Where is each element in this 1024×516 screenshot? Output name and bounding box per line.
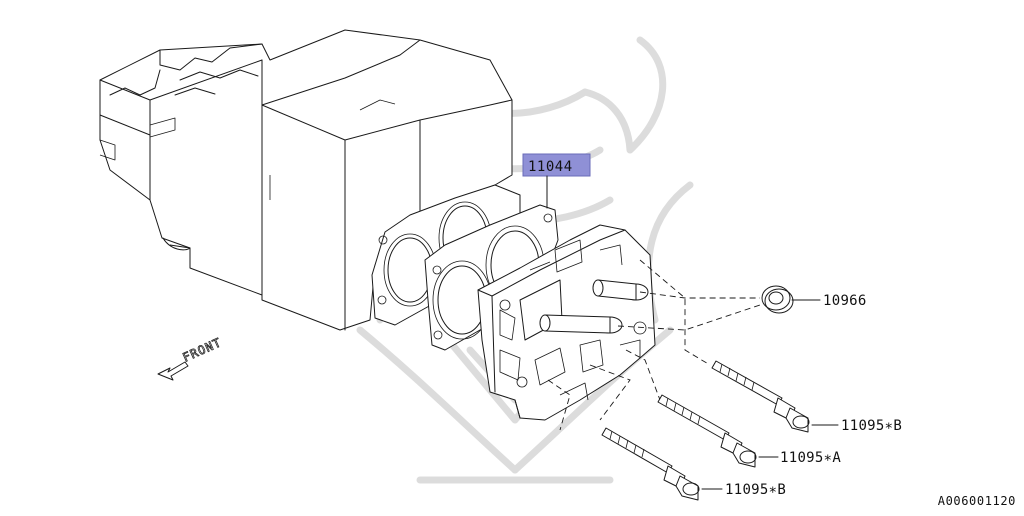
bolt-upper: [711, 360, 839, 433]
part-number-11044[interactable]: 11044: [528, 159, 573, 175]
callout-11044[interactable]: 11044: [522, 153, 591, 209]
front-arrow-icon: FRONT: [157, 335, 224, 381]
part-number-11095-a[interactable]: 11095∗A: [780, 450, 841, 466]
bolt-lower: [601, 427, 723, 501]
cylinder-head: [477, 224, 656, 421]
diagram-reference-code: A006001120: [938, 494, 1016, 508]
bolt-middle: [657, 394, 779, 468]
highlight-box[interactable]: [522, 153, 591, 177]
washer-part: [761, 285, 821, 314]
assembly-lines: [547, 259, 761, 431]
part-number-11095-b-upper[interactable]: 11095∗B: [841, 418, 902, 434]
front-label: FRONT: [181, 335, 224, 365]
part-number-10966[interactable]: 10966: [823, 293, 867, 309]
part-number-11095-b-lower[interactable]: 11095∗B: [725, 482, 786, 498]
